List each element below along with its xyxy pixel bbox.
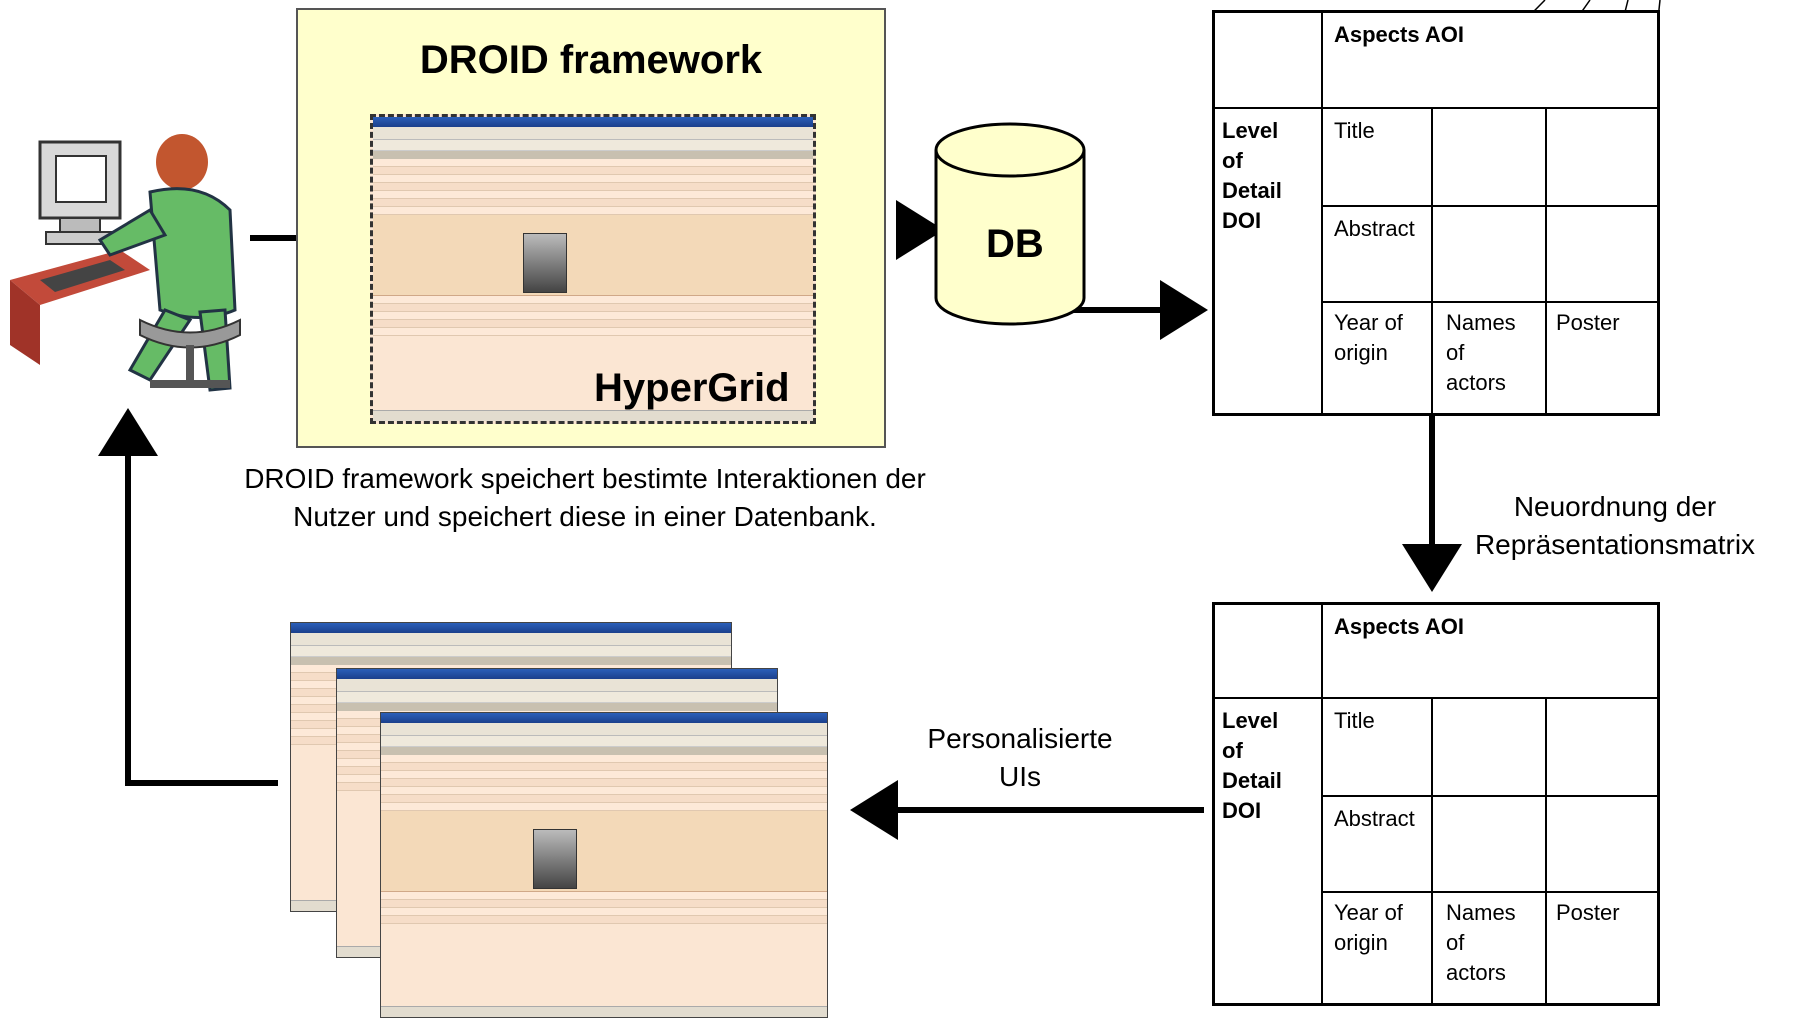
matrix-reordered-cell-title: Title	[1334, 708, 1375, 733]
matrix-original-cell-poster: Poster	[1556, 310, 1620, 335]
matrix-reordered-grid	[1212, 602, 1660, 1006]
matrix-original-row-header: Level of Detail DOI	[1222, 118, 1282, 233]
matrix-original-cell-year: Year of origin	[1334, 310, 1403, 365]
matrix-reordered-column-header: Aspects AOI	[1334, 614, 1465, 639]
reorder-caption-line2: Repräsentationsmatrix	[1474, 529, 1756, 560]
storage-caption-line2: Nutzer und speichert diese in einer Date…	[293, 501, 877, 532]
matrix-reordered-row-header: Level of Detail DOI	[1222, 708, 1282, 823]
personalized-caption-line2: UIs	[999, 761, 1041, 792]
matrix-reordered-cell-year: Year of origin	[1334, 900, 1403, 955]
matrix-reordered-cell-names: Names of actors	[1446, 900, 1516, 985]
hypergrid-label: HyperGrid	[594, 366, 790, 410]
matrix-original-grid	[1212, 10, 1660, 416]
hypergrid-screenshot	[370, 114, 816, 424]
matrix-original-column-header: Aspects AOI	[1334, 22, 1465, 47]
arrow-uis-to-user	[98, 408, 278, 786]
reorder-caption: Neuordnung der Repräsentationsmatrix	[1440, 488, 1790, 564]
matrix-reordered-cell-poster: Poster	[1556, 900, 1620, 925]
matrix-reordered-cell-abstract: Abstract	[1334, 806, 1415, 831]
representation-matrix-reordered	[1212, 602, 1660, 1006]
reorder-caption-line1: Neuordnung der	[1513, 491, 1717, 522]
user-at-computer-icon	[10, 134, 241, 392]
personalized-caption: Personalisierte UIs	[900, 720, 1140, 796]
database-icon	[934, 122, 1086, 326]
matrix-original-cell-abstract: Abstract	[1334, 216, 1415, 241]
framework-title: DROID framework	[419, 38, 763, 82]
personalized-ui-screenshot-front	[380, 712, 828, 1018]
storage-caption-line1: DROID framework speichert bestimte Inter…	[244, 463, 926, 494]
database-label: DB	[986, 222, 1044, 266]
matrix-original-cell-names: Names of actors	[1446, 310, 1516, 395]
storage-caption: DROID framework speichert bestimte Inter…	[170, 460, 1000, 536]
representation-matrix-original	[1212, 10, 1660, 416]
matrix-original-cell-title: Title	[1334, 118, 1375, 143]
personalized-caption-line1: Personalisierte	[927, 723, 1113, 754]
